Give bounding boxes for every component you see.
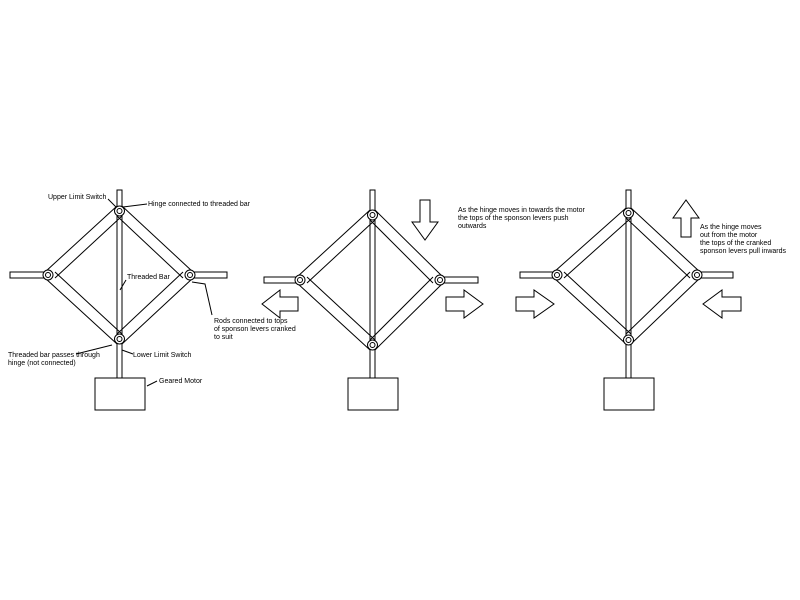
label-threaded-bar: Threaded Bar (127, 274, 170, 281)
caption-in-1: As the hinge moves in towards the motor (458, 207, 586, 214)
arrow-left-icon (702, 289, 742, 319)
arrow-down-icon (411, 199, 439, 241)
scissor-arms (296, 209, 444, 351)
label-geared-motor: Geared Motor (159, 378, 203, 385)
caption-out-4: sponson levers pull inwards (700, 248, 786, 255)
leader-upper-limit (107, 198, 117, 208)
scissor-arms (44, 205, 194, 345)
panel-3: As the hinge moves out from the motor th… (515, 189, 786, 411)
caption-in-2: the tops of the sponson levers push (458, 215, 569, 222)
scissor-arms (553, 207, 701, 345)
caption-in-3: outwards (458, 223, 487, 230)
leader-hinge (122, 203, 148, 208)
caption-out-3: the tops of the cranked (700, 240, 771, 247)
geared-motor (347, 377, 399, 411)
geared-motor (94, 377, 146, 411)
label-rods-3: to suit (214, 334, 233, 341)
leader-lower-limit (121, 349, 134, 355)
leader-threaded-bar (119, 279, 127, 291)
label-rods-2: of sponson levers cranked (214, 326, 296, 333)
caption-out-1: As the hinge moves (700, 224, 762, 231)
panel-1: Upper Limit Switch Hinge connected to th… (8, 189, 296, 411)
geared-motor (603, 377, 655, 411)
panel-2: As the hinge moves in towards the motor … (261, 189, 586, 411)
label-lower-limit-switch: Lower Limit Switch (133, 352, 191, 359)
leader-passes (75, 344, 113, 355)
arrow-up-icon (672, 199, 700, 238)
label-rods-1: Rods connected to tops (214, 318, 288, 325)
leader-motor (146, 380, 158, 387)
arrow-left-icon (261, 288, 299, 320)
caption-out-2: out from the motor (700, 232, 758, 239)
arrow-right-icon (515, 289, 555, 319)
leader-rods (191, 281, 213, 316)
arrow-right-icon (445, 289, 484, 319)
label-passes-2: hinge (not connected) (8, 360, 76, 367)
label-hinge-connected: Hinge connected to threaded bar (148, 201, 251, 208)
label-upper-limit-switch: Upper Limit Switch (48, 194, 106, 201)
label-passes-1: Threaded bar passes through (8, 352, 100, 359)
